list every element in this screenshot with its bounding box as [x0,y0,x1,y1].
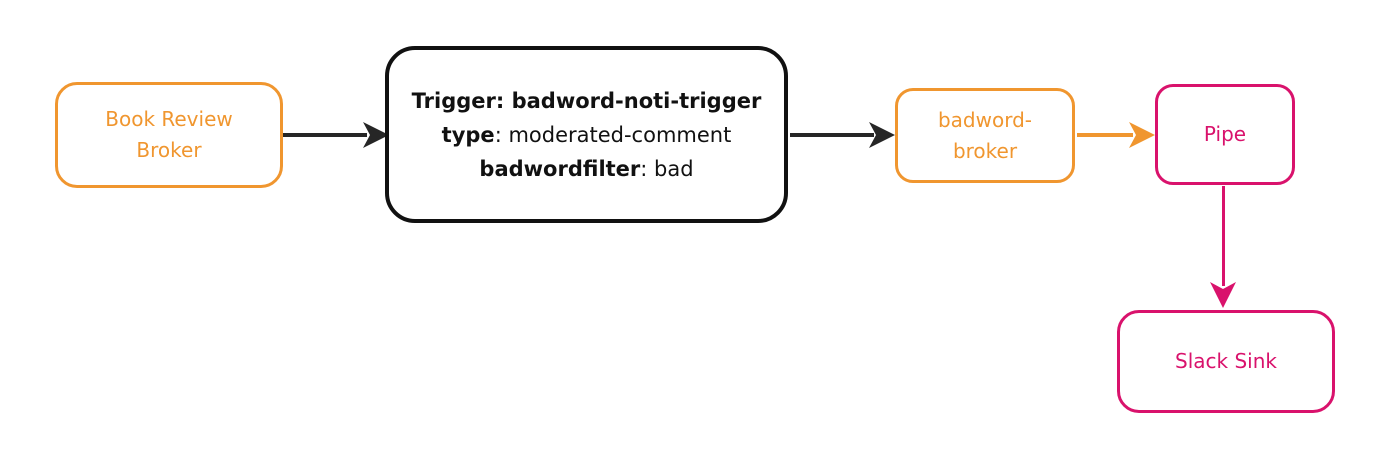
edge-brb-to-trigger [283,133,367,137]
trigger-type-line: type: moderated-comment [442,118,732,152]
trigger-name-line: Trigger: badword-noti-trigger [412,84,762,118]
trigger-filter-line: badwordfilter: bad [479,152,693,186]
node-label: Book Review Broker [105,107,233,162]
arrowhead-icon [363,122,389,148]
trigger-filter-key: badwordfilter [479,156,641,181]
trigger-type-value: : moderated-comment [494,122,732,147]
node-badword-broker: badword-broker [895,88,1075,183]
trigger-name: Trigger: badword-noti-trigger [411,88,762,113]
trigger-type-key: type [441,122,495,147]
node-label: Pipe [1203,122,1247,146]
edge-pipe-to-slack [1222,186,1225,286]
node-book-review-broker: Book Review Broker [55,82,283,188]
arrowhead-icon [1210,282,1236,308]
node-pipe: Pipe [1155,84,1295,185]
edge-bwb-to-pipe [1077,133,1133,137]
node-trigger-spec: Trigger: badword-noti-trigger type: mode… [385,46,788,223]
node-label: Slack Sink [1175,349,1277,373]
arrowhead-icon [869,122,895,148]
node-slack-sink: Slack Sink [1117,310,1335,413]
trigger-filter-value: : bad [640,156,694,181]
node-label: badword-broker [937,107,1033,163]
arrowhead-icon [1129,122,1155,148]
edge-trigger-to-bwb [790,133,874,137]
